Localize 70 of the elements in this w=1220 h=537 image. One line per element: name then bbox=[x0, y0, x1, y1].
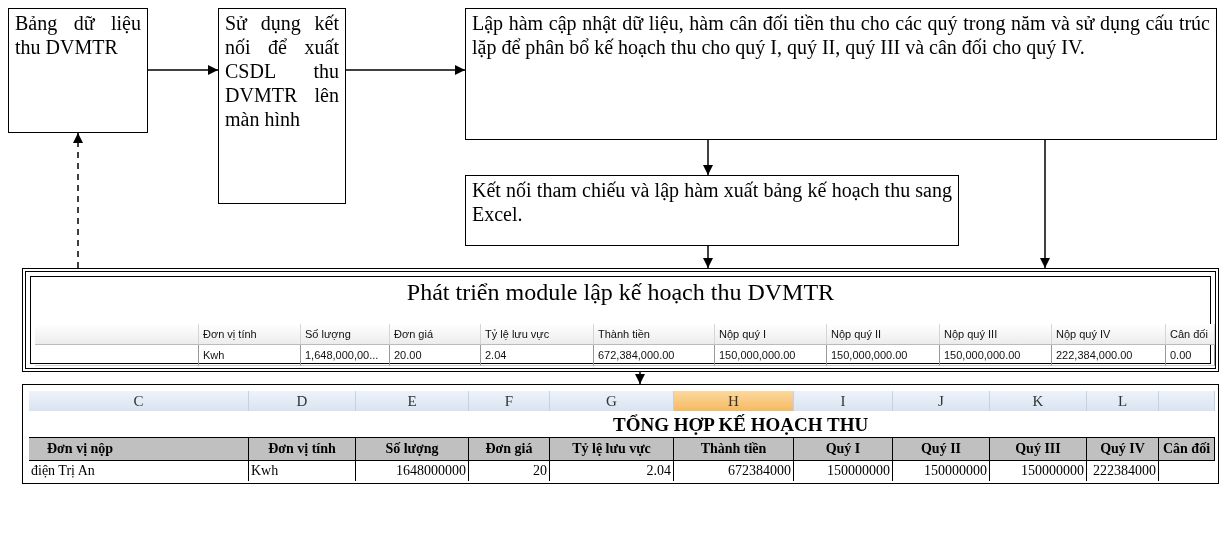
table-cell: 20 bbox=[469, 461, 550, 481]
table-cell: 150000000 bbox=[990, 461, 1087, 481]
column-header: Đơn vị tính bbox=[199, 324, 301, 345]
table-cell: 1648000000 bbox=[356, 461, 469, 481]
column-letter: C bbox=[29, 391, 249, 411]
step-text: Kết nối tham chiếu và lập hàm xuất bảng kế hoạch thu sang Excel. bbox=[472, 178, 952, 226]
window-title: Phát triển module lập kế hoạch thu DVMTR bbox=[405, 278, 836, 306]
dashed-arrow bbox=[73, 132, 83, 269]
table-cell: 672384000 bbox=[674, 461, 794, 481]
column-letter: L bbox=[1087, 391, 1159, 411]
column-header: Quý I bbox=[794, 437, 893, 461]
table-cell: Kwh bbox=[249, 461, 356, 481]
process-box bbox=[218, 8, 346, 204]
column-header: Quý III bbox=[990, 437, 1087, 461]
column-letter: K bbox=[990, 391, 1087, 411]
column-letter: F bbox=[469, 391, 550, 411]
column-header: Đơn giá bbox=[469, 437, 550, 461]
column-letter: E bbox=[356, 391, 469, 411]
arrow bbox=[635, 371, 645, 385]
column-header: Cân đối bbox=[1166, 324, 1215, 345]
spreadsheet bbox=[22, 384, 1219, 484]
process-box bbox=[465, 8, 1217, 140]
table-cell: 2.04 bbox=[550, 461, 674, 481]
step-text: Lập hàm cập nhật dữ liệu, hàm cân đối tiền thu cho các quý trong năm và sử dụng cấu trúc lặp để phân bổ kế hoạch thu cho quý I, quý II, quý III và cân đối cho quý IV. bbox=[472, 11, 1210, 59]
column-header: Nộp quý III bbox=[940, 324, 1052, 345]
column-header: Số lượng bbox=[356, 437, 469, 461]
grid-cell: 150,000,000.00 bbox=[827, 345, 940, 366]
grid-cell: 0.00 bbox=[1166, 345, 1215, 366]
column-header: Nộp quý I bbox=[715, 324, 827, 345]
arrow bbox=[345, 65, 466, 75]
module-window bbox=[22, 268, 1219, 372]
column-header: Đơn vị nộp bbox=[29, 437, 249, 461]
grid-cell: 150,000,000.00 bbox=[940, 345, 1052, 366]
grid-cell: 1,648,000,00... bbox=[301, 345, 390, 366]
column-header: Nộp quý II bbox=[827, 324, 940, 345]
table-cell: điện Trị An bbox=[29, 461, 249, 481]
column-header: Đơn vị tính bbox=[249, 437, 356, 461]
column-letter: J bbox=[893, 391, 990, 411]
grid-cell: 222,384,000.00 bbox=[1052, 345, 1166, 366]
column-header: Đơn giá bbox=[390, 324, 481, 345]
grid-cell: Kwh bbox=[199, 345, 301, 366]
arrow bbox=[703, 245, 713, 269]
arrow bbox=[1040, 139, 1050, 269]
column-header: Quý IV bbox=[1087, 437, 1159, 461]
table-cell: 150000000 bbox=[794, 461, 893, 481]
column-header: Tỷ lệ lưu vực bbox=[481, 324, 594, 345]
column-header: Số lượng bbox=[301, 324, 390, 345]
arrow bbox=[147, 65, 219, 75]
column-header: Quý II bbox=[893, 437, 990, 461]
column-letter: D bbox=[249, 391, 356, 411]
table-cell: 222384000 bbox=[1087, 461, 1159, 481]
column-letter: H bbox=[674, 391, 794, 411]
grid-cell: 150,000,000.00 bbox=[715, 345, 827, 366]
grid-cell: 2.04 bbox=[481, 345, 594, 366]
table-cell: 150000000 bbox=[893, 461, 990, 481]
step-text: Bảng dữ liệu thu DVMTR bbox=[15, 11, 141, 59]
grid-cell: 20.00 bbox=[390, 345, 481, 366]
column-header: Tỷ lệ lưu vực bbox=[550, 437, 674, 461]
arrow bbox=[703, 139, 713, 176]
grid-cell: 672,384,000.00 bbox=[594, 345, 715, 366]
column-header: Thành tiền bbox=[674, 437, 794, 461]
process-box bbox=[8, 8, 148, 133]
sheet-title: TỔNG HỢP KẾ HOẠCH THU bbox=[613, 413, 869, 437]
column-header: Cân đối bbox=[1159, 437, 1215, 461]
column-header: Thành tiền bbox=[594, 324, 715, 345]
column-header: Nộp quý IV bbox=[1052, 324, 1166, 345]
process-box bbox=[465, 175, 959, 246]
step-text: Sử dụng kết nối để xuất CSDL thu DVMTR lên màn hình bbox=[225, 11, 339, 131]
column-letter: I bbox=[794, 391, 893, 411]
column-letter: G bbox=[550, 391, 674, 411]
